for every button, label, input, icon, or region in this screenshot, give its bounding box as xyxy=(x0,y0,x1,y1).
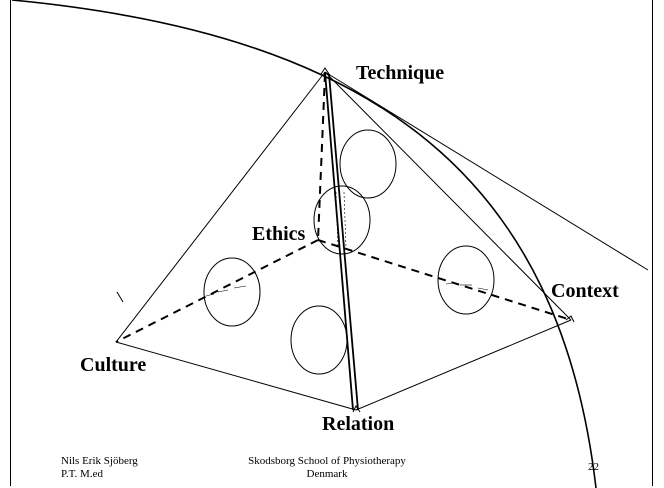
label-ethics: Ethics xyxy=(252,223,306,245)
tangent-line xyxy=(324,71,649,271)
edge-apex-context xyxy=(324,71,572,321)
dashed-ethics-context xyxy=(317,239,572,321)
footer-institution: Skodsborg School of Physiotherapy Denmar… xyxy=(228,455,426,480)
context-marker xyxy=(565,315,575,323)
footer-institution-name: Skodsborg School of Physiotherapy xyxy=(248,455,406,467)
circle-center xyxy=(313,185,371,255)
footer-author-title: P.T. M.ed xyxy=(61,467,103,480)
page-number: 22 xyxy=(588,461,599,473)
footer-author: Nils Erik Sjöberg P.T. M.ed xyxy=(61,455,138,480)
edge-apex-relation-a xyxy=(324,71,354,411)
circle-marks xyxy=(205,191,489,297)
edge-apex-relation-b xyxy=(328,73,359,411)
dashed-apex-ethics xyxy=(317,73,326,241)
dashed-ethics-culture xyxy=(115,239,319,343)
label-technique: Technique xyxy=(356,62,445,84)
left-tick xyxy=(116,291,124,303)
circle-lower xyxy=(290,305,348,375)
boundary-arc xyxy=(11,0,597,488)
edge-apex-culture xyxy=(115,71,326,343)
circle-left xyxy=(203,257,261,327)
label-culture: Culture xyxy=(80,354,147,376)
slide-frame xyxy=(10,0,653,486)
relation-marker xyxy=(352,405,361,413)
circle-upper xyxy=(339,129,397,199)
footer-country: Denmark xyxy=(306,467,348,480)
apex-marker xyxy=(320,67,330,75)
edge-relation-context xyxy=(355,319,572,411)
label-context: Context xyxy=(551,280,619,302)
circle-right xyxy=(437,245,495,315)
edge-culture-relation xyxy=(115,341,357,411)
footer-author-name: Nils Erik Sjöberg xyxy=(61,455,138,467)
label-relation: Relation xyxy=(322,413,395,435)
